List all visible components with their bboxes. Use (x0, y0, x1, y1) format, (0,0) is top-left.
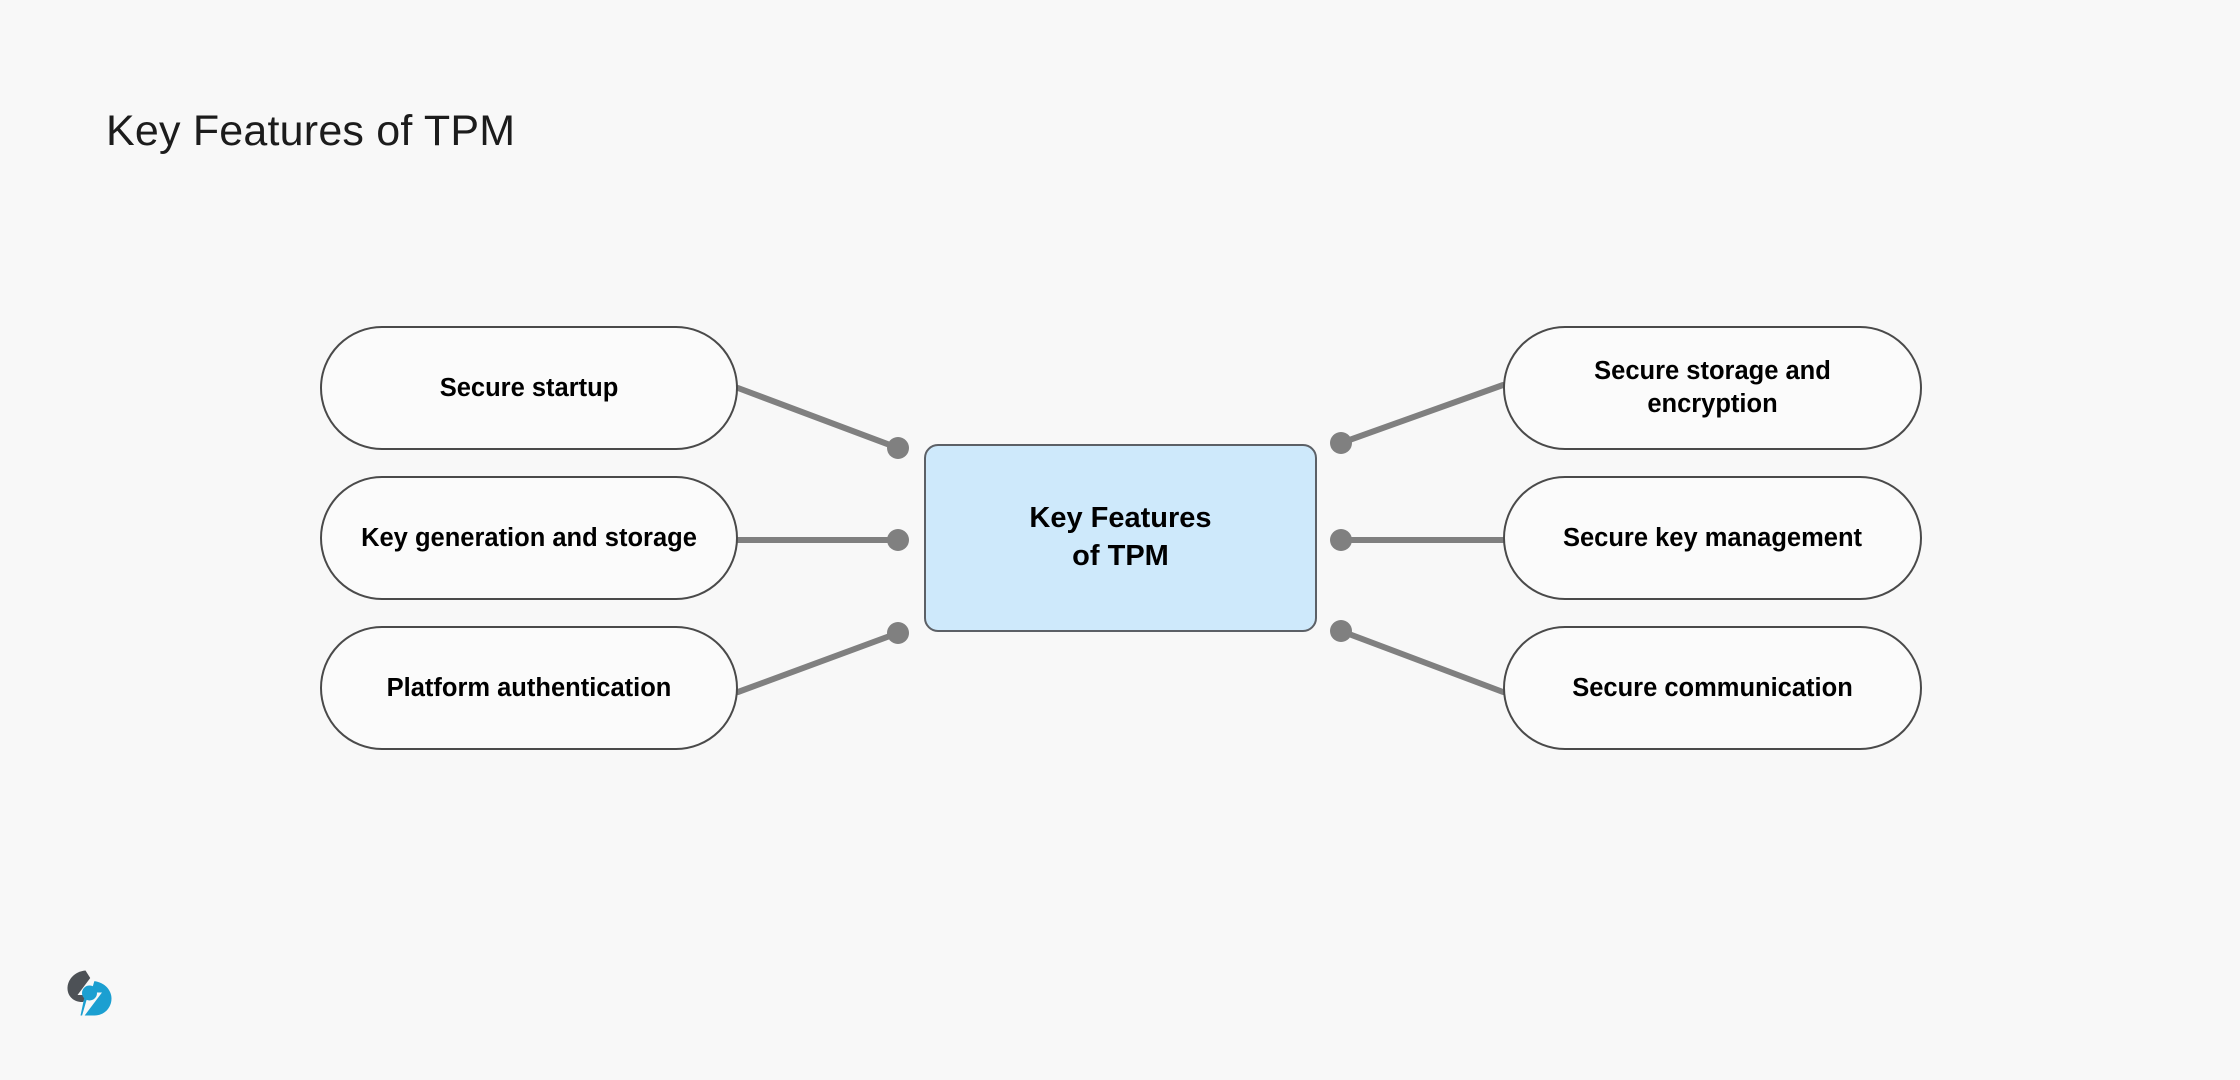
connector-left-3 (735, 630, 901, 695)
node-label: Platform authentication (386, 673, 672, 702)
connector-dot-left-3 (887, 622, 909, 644)
connector-dot-left-1 (887, 437, 909, 459)
node-label: Secure key management (1562, 523, 1863, 552)
node-secure-storage-and-encryption[interactable]: Secure storage and encryption (1503, 326, 1922, 450)
connector-dot-right-2 (1330, 529, 1352, 551)
brand-logo-icon (67, 967, 112, 1021)
page-title: Key Features of TPM (106, 107, 516, 155)
connector-dot-right-1 (1330, 432, 1352, 454)
node-label: Secure storage and encryption (1594, 355, 1831, 420)
node-secure-key-management[interactable]: Secure key management (1503, 476, 1922, 600)
node-label-line2: encryption (1647, 390, 1778, 418)
connector-dot-right-3 (1330, 620, 1352, 642)
node-secure-startup[interactable]: Secure startup (320, 326, 738, 450)
node-label: Key generation and storage (361, 523, 697, 552)
connector-dot-left-2 (887, 529, 909, 551)
center-node-label-line2: of TPM (1072, 540, 1169, 572)
connector-left-1 (735, 385, 901, 451)
node-label: Secure communication (1572, 673, 1853, 702)
node-platform-authentication[interactable]: Platform authentication (320, 626, 738, 750)
node-secure-communication[interactable]: Secure communication (1503, 626, 1922, 750)
node-label-line1: Secure storage and (1594, 357, 1831, 386)
connector-right-3 (1338, 628, 1506, 695)
center-node-label-line1: Key Features (1029, 502, 1212, 535)
node-center-key-features-of-tpm[interactable]: Key Features of TPM (924, 444, 1317, 632)
connector-right-1 (1338, 382, 1506, 446)
center-node-label: Key Features of TPM (1029, 500, 1211, 575)
node-label: Secure startup (439, 373, 619, 402)
node-key-generation-and-storage[interactable]: Key generation and storage (320, 476, 738, 600)
